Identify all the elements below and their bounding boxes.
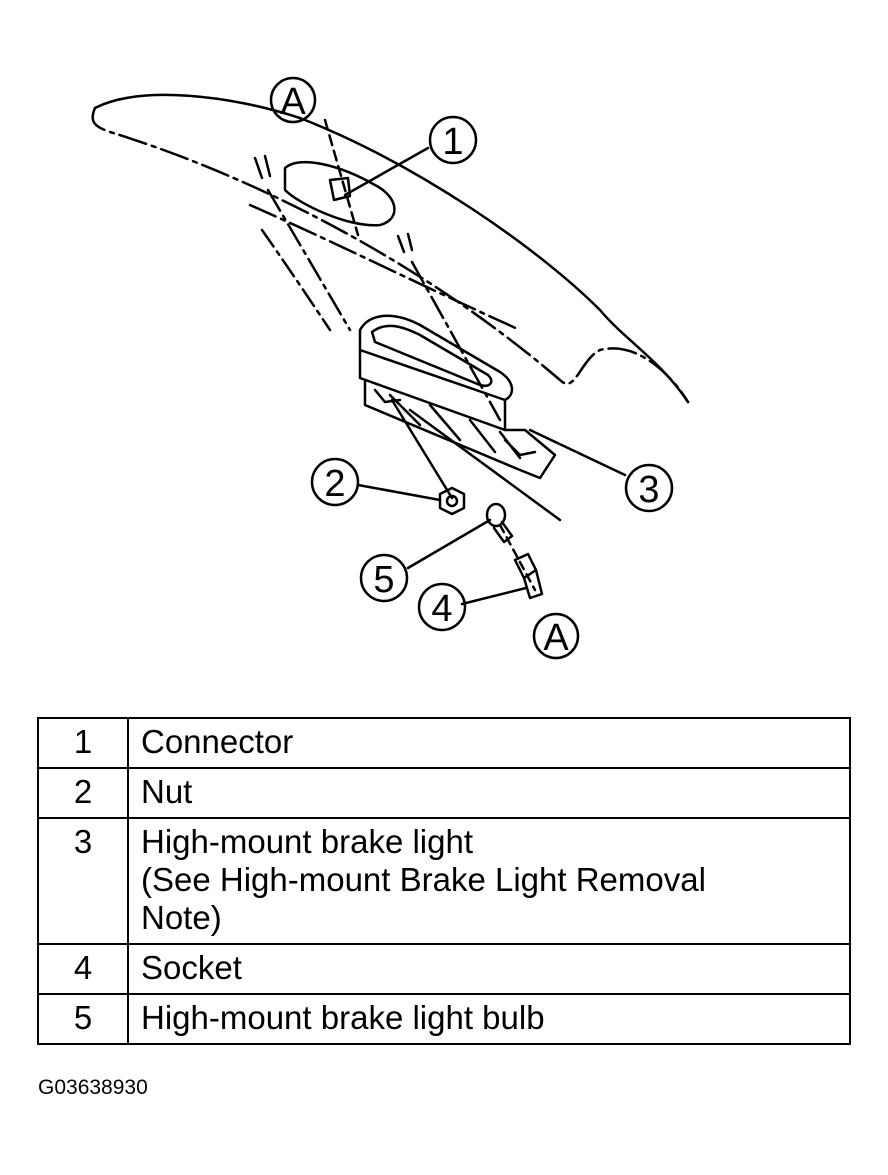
legend-description: Connector	[127, 717, 851, 769]
legend-description: Nut	[127, 767, 851, 819]
brake-light-housing	[358, 314, 562, 522]
legend-row: 2 Nut	[37, 767, 851, 819]
connector-1	[328, 176, 352, 202]
leader-3	[528, 428, 627, 477]
legend-text: Socket	[141, 949, 242, 986]
legend-text: Note)	[141, 899, 222, 936]
legend-text: Connector	[141, 723, 294, 760]
legend-row: 3 High-mount brake light (See High-mount…	[37, 817, 851, 945]
callout-2-label: 2	[324, 463, 345, 505]
trim-panel-side	[260, 228, 332, 332]
legend-number: 5	[37, 993, 129, 1045]
legend-text: Nut	[141, 773, 193, 810]
socket-4	[513, 552, 544, 600]
legend-number: 4	[37, 943, 129, 995]
callout-3-circle	[624, 463, 674, 513]
callout-4-label: 4	[431, 588, 452, 630]
legend-text: (See High-mount Brake Light Removal	[141, 861, 706, 898]
trim-panel-edge	[91, 106, 690, 404]
parts-legend-table: 1 Connector 2 Nut 3 High-mount brake lig…	[37, 717, 851, 1045]
legend-description: Socket	[127, 943, 851, 995]
trim-panel-inner-edge	[248, 203, 522, 332]
callout-3-label: 3	[638, 469, 659, 511]
trim-panel-outline	[93, 93, 690, 404]
bulb-5	[485, 502, 514, 544]
legend-description: High-mount brake light bulb	[127, 993, 851, 1045]
stud-left	[253, 154, 272, 180]
figure-code: G03638930	[38, 1076, 148, 1099]
callout-1-circle	[428, 115, 478, 165]
legend-description: High-mount brake light (See High-mount B…	[127, 817, 851, 945]
callout-a-top-circle	[269, 76, 317, 124]
callout-a-bottom-circle	[532, 612, 580, 660]
leader-4	[460, 586, 528, 606]
panel-opening	[283, 160, 396, 227]
callout-2-circle	[310, 457, 360, 507]
exploded-view-diagram: A 1 2 3 5 4 A	[91, 76, 690, 660]
alignment-line-stud-left	[266, 188, 352, 332]
legend-number: 1	[37, 717, 129, 769]
stud-right	[396, 232, 414, 254]
callout-5-label: 5	[373, 559, 394, 601]
alignment-line-nut	[390, 398, 454, 500]
legend-row: 5 High-mount brake light bulb	[37, 993, 851, 1045]
leader-1	[343, 146, 430, 197]
legend-row: 4 Socket	[37, 943, 851, 995]
leader-5	[406, 518, 492, 570]
legend-row: 1 Connector	[37, 717, 851, 769]
legend-number: 3	[37, 817, 129, 945]
callout-a-bottom-label: A	[543, 617, 569, 659]
legend-number: 2	[37, 767, 129, 819]
callout-a-top-label: A	[280, 81, 306, 123]
leader-2	[356, 483, 442, 502]
callout-1-label: 1	[442, 121, 463, 163]
nut-2	[438, 486, 466, 516]
callout-4-circle	[417, 582, 467, 632]
callout-5-circle	[359, 553, 409, 603]
alignment-line-a	[323, 118, 360, 237]
legend-text: High-mount brake light	[141, 823, 473, 860]
legend-text: High-mount brake light bulb	[141, 999, 545, 1036]
